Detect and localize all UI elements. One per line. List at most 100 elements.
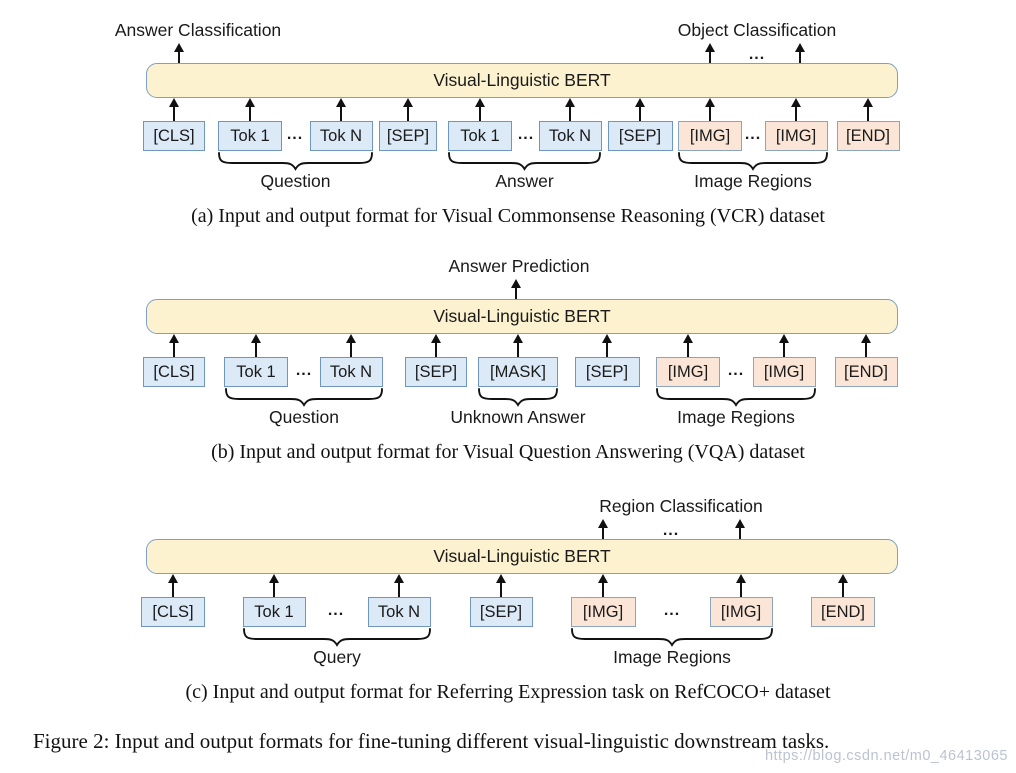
arrowhead-icon (251, 334, 261, 343)
input-arrow-icon (345, 334, 357, 357)
input-arrow-icon (168, 334, 180, 357)
input-arrow-icon (495, 574, 507, 597)
text-token-box: [MASK] (478, 357, 558, 387)
token-label: Tok N (548, 126, 592, 145)
arrowhead-icon (169, 98, 179, 107)
image-token-box: [END] (811, 597, 875, 627)
arrowhead-icon (513, 334, 523, 343)
brace-label: Query (313, 647, 361, 667)
token-label: [SEP] (386, 126, 430, 145)
brace-icon (218, 152, 373, 176)
brace-label: Image Regions (694, 171, 812, 191)
input-arrow-icon (268, 574, 280, 597)
arrow-shaft (517, 343, 519, 357)
arrowhead-icon (736, 574, 746, 583)
token-label: Tok N (329, 362, 373, 381)
token-label: Tok 1 (254, 602, 294, 621)
arrow-shaft (709, 52, 711, 63)
arrow-shaft (479, 107, 481, 121)
input-arrow-icon (168, 98, 180, 121)
input-arrow-icon (790, 98, 802, 121)
arrow-shaft (435, 343, 437, 357)
text-token-box: Tok 1 (224, 357, 288, 387)
arrowhead-icon (705, 98, 715, 107)
arrow-shaft (639, 107, 641, 121)
image-token-box: [IMG] (656, 357, 720, 387)
input-arrow-icon (430, 334, 442, 357)
text-token-box: [CLS] (143, 121, 205, 151)
arrow-shaft (350, 343, 352, 357)
image-token-box: [IMG] (570, 597, 636, 627)
arrowhead-icon (403, 98, 413, 107)
token-label: [IMG] (689, 126, 731, 145)
token-label: [MASK] (490, 362, 546, 381)
arrow-shaft (173, 343, 175, 357)
sub-caption: (a) Input and output format for Visual C… (191, 205, 825, 227)
image-token-box: [IMG] (678, 121, 742, 151)
input-arrow-icon (244, 98, 256, 121)
arrow-shaft (602, 528, 604, 539)
output-arrow-icon (597, 519, 609, 539)
text-token-box: Tok N (538, 121, 602, 151)
image-token-box: [IMG] (764, 121, 828, 151)
brace-icon (678, 152, 828, 176)
arrowhead-icon (683, 334, 693, 343)
arrowhead-icon (565, 98, 575, 107)
text-token-box: Tok 1 (242, 597, 306, 627)
ellipsis: ... (286, 126, 304, 143)
bert-bar-label: Visual-Linguistic BERT (433, 546, 611, 566)
token-label: [CLS] (153, 126, 195, 145)
subdiagram-c: Region Classification... Visual-Linguisti… (0, 496, 1016, 726)
arrow-shaft (783, 343, 785, 357)
arrowhead-icon (863, 98, 873, 107)
watermark: https://blog.csdn.net/m0_46413065 (764, 748, 1008, 764)
image-token-box: [IMG] (709, 597, 773, 627)
input-arrow-icon (601, 334, 613, 357)
text-token-box: Tok N (367, 597, 431, 627)
arrow-shaft (172, 583, 174, 597)
text-token-box: [SEP] (469, 597, 533, 627)
text-token-box: [SEP] (574, 357, 640, 387)
image-token-box: [END] (836, 121, 900, 151)
arrow-shaft (407, 107, 409, 121)
ellipsis: ... (517, 126, 535, 143)
arrow-shaft (249, 107, 251, 121)
arrow-shaft (500, 583, 502, 597)
sub-caption: (b) Input and output format for Visual Q… (211, 441, 805, 463)
arrow-shaft (602, 583, 604, 597)
arrowhead-icon (475, 98, 485, 107)
arrowhead-icon (861, 334, 871, 343)
output-arrow-icon (734, 519, 746, 539)
input-arrow-icon (862, 98, 874, 121)
token-label: Tok 1 (236, 362, 276, 381)
brace-icon (225, 388, 383, 412)
input-arrow-icon (682, 334, 694, 357)
arrowhead-icon (705, 43, 715, 52)
ellipsis: ... (748, 46, 766, 63)
bert-bar: Visual-Linguistic BERT (146, 539, 898, 574)
token-label: [END] (843, 362, 888, 381)
brace-label: Answer (495, 171, 554, 191)
ellipsis: ... (663, 602, 681, 619)
token-label: [SEP] (479, 602, 523, 621)
arrowhead-icon (598, 574, 608, 583)
input-arrow-icon (402, 98, 414, 121)
arrow-shaft (867, 107, 869, 121)
output-label: Answer Classification (114, 20, 282, 40)
arrow-shaft (515, 288, 517, 299)
arrowhead-icon (245, 98, 255, 107)
token-label: [IMG] (582, 602, 624, 621)
input-arrow-icon (512, 334, 524, 357)
token-label: [END] (845, 126, 890, 145)
output-label: Answer Prediction (448, 256, 590, 276)
output-arrow-icon (173, 43, 185, 63)
output-label: Region Classification (599, 496, 763, 516)
brace-icon (243, 628, 431, 652)
input-arrow-icon (564, 98, 576, 121)
input-arrow-icon (597, 574, 609, 597)
arrow-shaft (173, 107, 175, 121)
sub-caption: (c) Input and output format for Referrin… (185, 681, 831, 703)
text-token-box: [SEP] (607, 121, 673, 151)
